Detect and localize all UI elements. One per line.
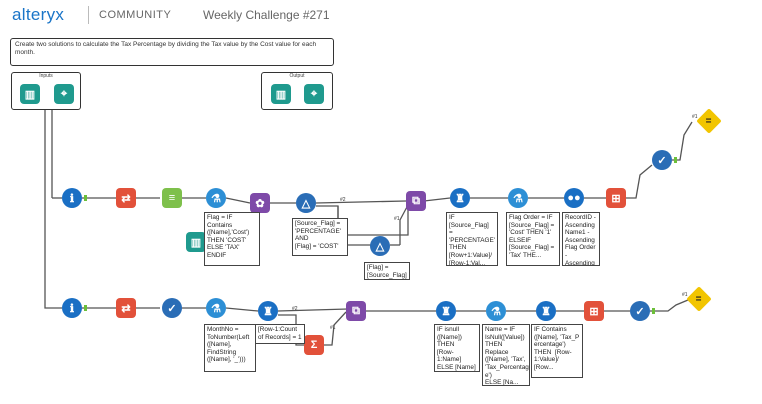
anchor-out: [652, 308, 655, 314]
crosstab-icon[interactable]: ⊞: [584, 301, 604, 321]
anchor-out: [84, 305, 87, 311]
anchor-label: #2: [340, 197, 346, 203]
connector: [225, 307, 259, 312]
description-comment[interactable]: Create two solutions to calculate the Ta…: [10, 38, 334, 66]
isnull-name-annotation[interactable]: IF isnull ([Name]) THEN [Row-1:Name] ELS…: [434, 324, 480, 372]
summarize-icon[interactable]: Σ: [304, 335, 324, 355]
input-data-icon[interactable]: ▥: [20, 84, 40, 104]
anchor-label: #2: [292, 306, 298, 312]
percentage-formula-annotation[interactable]: IF [Source_Flag] = 'PERCENTAGE' THEN [Ro…: [446, 212, 498, 266]
transpose-icon[interactable]: ⇄: [116, 298, 136, 318]
record-id-icon[interactable]: ≡: [162, 188, 182, 208]
check-icon[interactable]: ✓: [162, 298, 182, 318]
connector: [626, 164, 653, 199]
input-container-label: Inputs: [39, 73, 53, 79]
anchor-label: #1: [394, 216, 400, 222]
browse-icon[interactable]: ⌖: [304, 84, 324, 104]
crosstab-icon[interactable]: ⊞: [606, 188, 626, 208]
union-icon[interactable]: ⧉: [346, 301, 366, 321]
multi-row-formula-icon[interactable]: ♜: [536, 301, 556, 321]
flag-order-annotation[interactable]: Flag Order = IF [Source_Flag] = 'Cost' T…: [506, 212, 560, 266]
row-count-annotation[interactable]: [Row-1:Count of Records] = 1: [255, 324, 305, 344]
browse-icon[interactable]: ⌖: [54, 84, 74, 104]
formula-icon[interactable]: ⚗: [206, 298, 226, 318]
flag-formula-annotation[interactable]: Flag = IF Contains ([Name],'Cost') THEN …: [204, 212, 260, 266]
connector: [423, 197, 451, 202]
check-icon[interactable]: ✓: [630, 301, 650, 321]
anchor-label: #1: [692, 114, 698, 120]
name-replace-annotation[interactable]: Name = IF IsNull([Value]) THEN Replace (…: [482, 324, 530, 386]
sort-order-annotation[interactable]: RecordID - Ascending Name1 - Ascending F…: [562, 212, 600, 266]
anchor-out: [84, 195, 87, 201]
multi-row-formula-icon[interactable]: ♜: [450, 188, 470, 208]
join-condition-annotation[interactable]: [Source_Flag] = 'PERCENTAGE' AND [Flag] …: [292, 218, 348, 256]
transpose-icon[interactable]: ⇄: [116, 188, 136, 208]
check-icon[interactable]: ✓: [652, 150, 672, 170]
tax-percentage-annotation[interactable]: IF Contains ([Name], 'Tax_P ercentage') …: [531, 324, 583, 378]
connector: [225, 197, 251, 204]
multi-row-formula-icon[interactable]: ♜: [436, 301, 456, 321]
filter-icon[interactable]: △: [370, 236, 390, 256]
output-container-label: Output: [289, 73, 305, 79]
multi-row-formula-icon[interactable]: ✿: [250, 193, 270, 213]
anchor-label: #1: [682, 292, 688, 298]
select-icon[interactable]: ℹ: [62, 298, 82, 318]
select-icon[interactable]: ℹ: [62, 188, 82, 208]
alteryx-logo: alteryx: [12, 5, 65, 24]
connector: [322, 311, 347, 346]
anchor-label: #1: [330, 325, 336, 331]
community-label: COMMUNITY: [99, 9, 172, 21]
connector: [277, 308, 349, 312]
formula-icon[interactable]: ⚗: [486, 301, 506, 321]
join-icon[interactable]: △: [296, 193, 316, 213]
multi-row-formula-icon[interactable]: ♜: [258, 301, 278, 321]
input-data-icon[interactable]: ▥: [271, 84, 291, 104]
connector: [399, 204, 409, 245]
connector: [672, 121, 693, 161]
filter-flag-annotation[interactable]: [Flag] = [Source_Flag]: [364, 262, 410, 280]
header-divider: [88, 6, 89, 24]
connector-input-bottom: [44, 105, 62, 309]
formula-icon[interactable]: ⚗: [206, 188, 226, 208]
connector: [315, 200, 407, 204]
union-icon[interactable]: ⧉: [406, 191, 426, 211]
formula-icon[interactable]: ⚗: [508, 188, 528, 208]
sort-icon[interactable]: ●●: [564, 188, 584, 208]
month-no-annotation[interactable]: MonthNo = ToNumber(Left ([Name], FindStr…: [204, 324, 256, 372]
anchor-out: [674, 157, 677, 163]
challenge-title: Weekly Challenge #271: [203, 8, 330, 22]
connector: [650, 299, 689, 312]
header-bar: alteryx COMMUNITY Weekly Challenge #271: [0, 0, 762, 30]
text-input-icon[interactable]: ▥: [186, 232, 206, 252]
